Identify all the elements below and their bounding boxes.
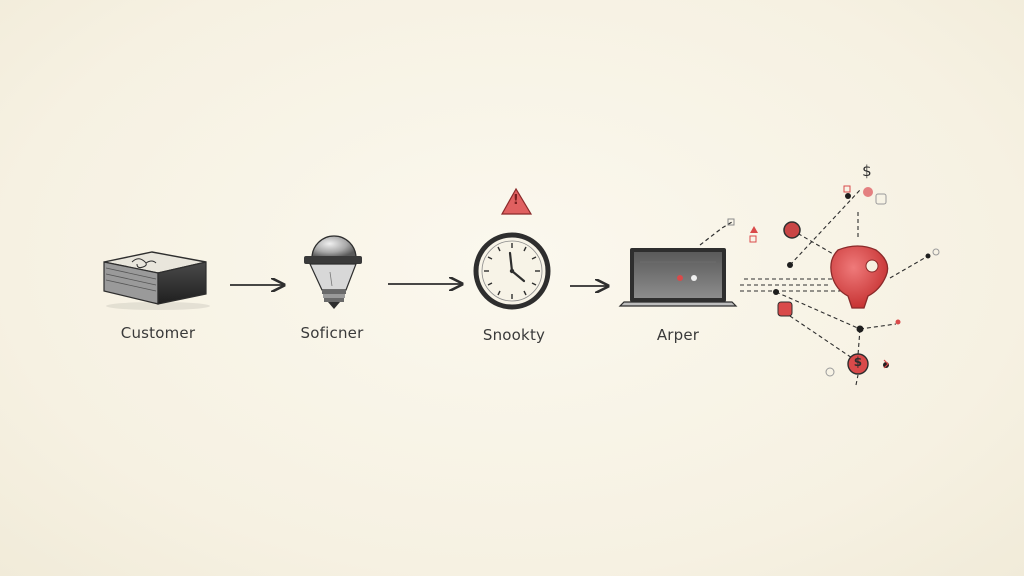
dollar-symbol-top: $	[862, 162, 872, 180]
clock-icon	[473, 232, 551, 310]
box-icon	[103, 251, 210, 310]
laptop-icon	[618, 248, 738, 307]
step-label-snookty: Snookty	[482, 326, 546, 344]
network-diagram	[740, 185, 940, 386]
step-label-arper: Arper	[656, 326, 700, 344]
step-label-customer: Customer	[120, 324, 196, 342]
lightbulb-icon	[304, 235, 362, 309]
dollar-coin-icon	[847, 353, 869, 375]
red-tag-icon	[777, 301, 793, 317]
step-label-soficner: Soficner	[300, 324, 364, 342]
dollar-symbol-coin: $	[853, 355, 863, 369]
warning-symbol: !	[512, 193, 520, 208]
warning-icon	[500, 187, 533, 215]
connector-laptop-top	[699, 221, 733, 246]
heart-balloon-icon	[830, 245, 889, 309]
coin-icon	[783, 221, 801, 239]
